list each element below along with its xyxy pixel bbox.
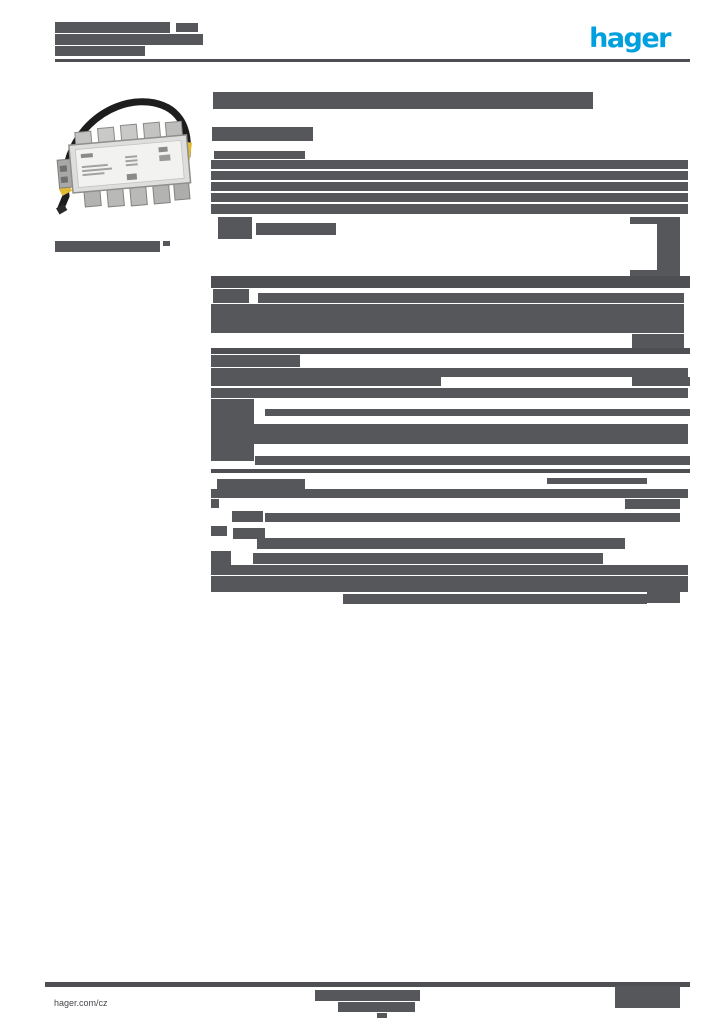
section-b-rows xyxy=(255,456,690,465)
footer-rule xyxy=(45,982,690,987)
section-b-rows xyxy=(211,368,688,377)
footer-center-text xyxy=(338,1002,415,1012)
section-c-rows xyxy=(253,553,603,564)
section-a-rows xyxy=(211,304,684,333)
section-b-rows xyxy=(265,409,690,416)
product-photo xyxy=(56,98,193,215)
section-c-rows xyxy=(211,499,219,508)
device-label xyxy=(74,139,185,188)
description-paragraph xyxy=(211,182,688,191)
section-c-rows xyxy=(257,538,625,549)
corner-figure xyxy=(630,217,680,224)
section-a-header xyxy=(213,289,249,303)
header-address-line xyxy=(55,46,145,56)
section-b-rule xyxy=(211,469,690,473)
footer-center-text xyxy=(377,1013,387,1018)
header-address-line xyxy=(55,22,170,33)
section-c-rows xyxy=(211,489,688,498)
section-c-rows xyxy=(265,513,680,522)
section-b-rows xyxy=(632,377,690,386)
section-a-rows xyxy=(258,293,684,303)
section-b-header xyxy=(211,355,300,367)
section-c-rows xyxy=(211,526,227,536)
section-c-header xyxy=(547,478,647,484)
device-terminals-bottom xyxy=(83,181,191,208)
description-paragraph xyxy=(211,193,688,202)
page-title xyxy=(213,92,593,109)
description-paragraph xyxy=(211,171,688,180)
section-c-rows xyxy=(647,576,680,603)
page-subtitle xyxy=(212,127,313,141)
section-divider-bar xyxy=(211,276,690,288)
corner-figure xyxy=(657,217,680,273)
description-paragraph xyxy=(211,160,688,169)
availability-text xyxy=(256,223,336,235)
section-c-rows xyxy=(233,528,265,539)
section-b-rows xyxy=(211,424,688,444)
footer-right-block xyxy=(615,986,680,1008)
footer-website-link[interactable]: hager.com/cz xyxy=(54,994,154,1012)
section-c-rows xyxy=(232,511,263,522)
header-address-line xyxy=(55,34,203,45)
device-body xyxy=(56,120,192,208)
section-c-header xyxy=(217,479,305,490)
section-c-rows xyxy=(211,551,231,565)
section-a-rows xyxy=(632,334,684,348)
description-paragraph xyxy=(211,204,688,214)
product-reference xyxy=(55,241,160,252)
section-b-rows xyxy=(211,377,441,386)
footer-center-text xyxy=(315,990,420,1001)
section-c-rows xyxy=(211,565,688,575)
section-b-rows xyxy=(211,388,688,398)
section-c-rows xyxy=(625,499,680,509)
section-c-rows xyxy=(343,594,647,604)
product-reference xyxy=(163,241,170,246)
section-c-rows xyxy=(211,576,688,592)
corner-figure xyxy=(630,270,680,278)
section-a-rule xyxy=(211,348,690,354)
hager-logo: hager xyxy=(589,23,671,54)
header-address-line xyxy=(176,23,198,32)
header-rule xyxy=(55,59,690,62)
description-label xyxy=(214,151,305,159)
availability-pictogram xyxy=(218,217,252,239)
